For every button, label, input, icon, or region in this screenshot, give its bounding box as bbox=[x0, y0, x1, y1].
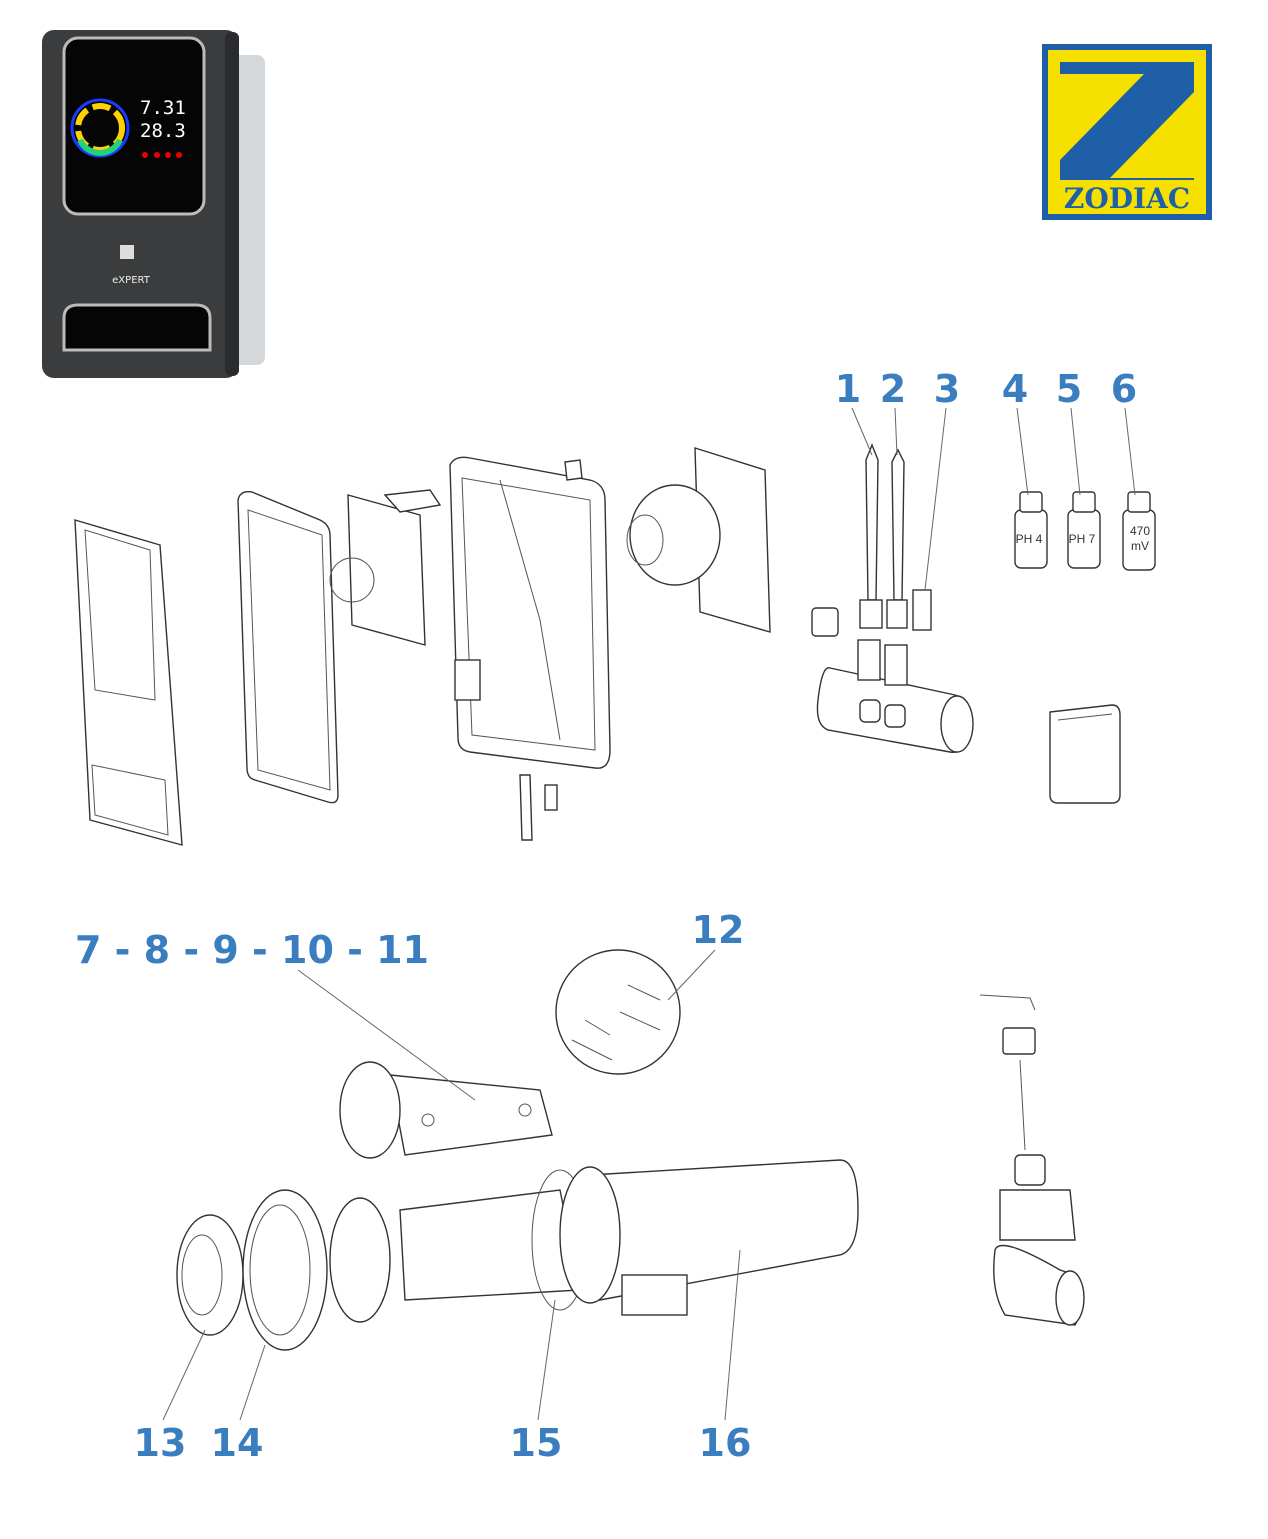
part-junction-box bbox=[1049, 704, 1121, 804]
callout-14: 14 bbox=[211, 1421, 264, 1465]
callout-3: 3 bbox=[934, 367, 960, 411]
part-cell bbox=[176, 1159, 859, 1351]
display-ph: 7.31 bbox=[140, 97, 186, 119]
part-screw-kit bbox=[555, 949, 681, 1075]
callout-16: 16 bbox=[699, 1421, 752, 1465]
zodiac-logo: ZODIAC bbox=[1042, 44, 1212, 220]
bottle-label-ph7: PH 7 bbox=[1069, 532, 1096, 546]
logo-text: ZODIAC bbox=[1064, 182, 1190, 215]
callout-1: 1 bbox=[835, 367, 861, 411]
callout-6: 6 bbox=[1111, 367, 1137, 411]
part-flow-switch bbox=[979, 994, 1085, 1326]
part-back-plate bbox=[626, 447, 771, 633]
callout-4: 4 bbox=[1002, 367, 1028, 411]
part-front-cover bbox=[74, 519, 183, 846]
part-electrode bbox=[339, 1061, 553, 1159]
bottle-label-470: 470 bbox=[1130, 524, 1150, 538]
callout-7-11: 7 - 8 - 9 - 10 - 11 bbox=[75, 928, 429, 972]
part-pcb bbox=[329, 489, 442, 646]
callout-5: 5 bbox=[1056, 367, 1082, 411]
callout-13: 13 bbox=[134, 1421, 187, 1465]
leader-lines bbox=[162, 407, 1136, 1421]
part-housing bbox=[449, 456, 611, 841]
bottle-label-mv: mV bbox=[1131, 539, 1149, 553]
callout-15: 15 bbox=[510, 1421, 563, 1465]
part-bottles: PH 4 PH 7 470 mV bbox=[1014, 491, 1156, 571]
part-probes bbox=[811, 443, 974, 754]
callout-12: 12 bbox=[692, 908, 745, 952]
display-temp: 28.3 bbox=[140, 120, 186, 142]
part-display-panel bbox=[237, 490, 339, 804]
callout-2: 2 bbox=[880, 367, 906, 411]
bottle-label-ph4: PH 4 bbox=[1016, 532, 1043, 546]
product-photo: 7.31 28.3 eXPERT bbox=[42, 30, 265, 378]
model-name: eXPERT bbox=[112, 275, 151, 286]
